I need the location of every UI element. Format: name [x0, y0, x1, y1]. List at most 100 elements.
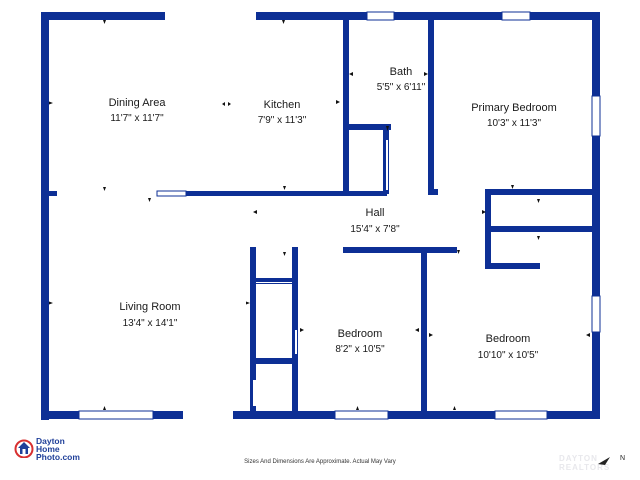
interior-wall: [250, 247, 256, 413]
dimension-marker: [103, 406, 106, 410]
door-opening: [295, 330, 297, 354]
dimension-marker: [415, 328, 419, 332]
interior-wall: [250, 358, 294, 364]
exterior-wall-top: [530, 12, 600, 20]
watermark-line-2: REALTORS: [559, 463, 611, 472]
dimension-marker: [222, 102, 225, 106]
dimension-marker: [228, 102, 231, 106]
room-name-dining: Dining Area: [109, 97, 167, 109]
interior-wall: [428, 189, 438, 195]
dimension-marker: [537, 199, 540, 203]
dimension-marker: [424, 72, 428, 76]
interior-wall: [485, 226, 592, 232]
exterior-wall-left: [41, 12, 49, 420]
window: [366, 11, 395, 21]
window: [494, 410, 548, 420]
room-name-bath: Bath: [390, 66, 413, 78]
exterior-wall-top: [41, 12, 165, 20]
interior-wall: [485, 263, 540, 269]
interior-wall: [343, 247, 425, 253]
room-dims-bath: 5'5" x 6'11": [377, 82, 426, 93]
room-dims-dining: 11'7" x 11'7": [110, 113, 164, 124]
windows: [78, 11, 601, 420]
dimension-marker: [537, 236, 540, 240]
dimension-markers: [49, 20, 590, 410]
exterior-wall-top: [394, 12, 502, 20]
interior-wall: [186, 191, 387, 196]
interior-wall: [485, 263, 491, 269]
openings: [253, 140, 388, 406]
window: [156, 190, 187, 197]
window: [501, 11, 531, 21]
logo-line-3: Photo.com: [36, 452, 80, 462]
dimension-marker: [453, 406, 456, 410]
dimension-marker: [336, 100, 340, 104]
compass-label: N: [620, 455, 625, 462]
door-opening: [386, 140, 388, 190]
dimension-marker: [283, 252, 286, 256]
door-opening: [256, 282, 292, 283]
room-dims-bedroom3: 10'10" x 10'5": [478, 350, 539, 361]
dimension-marker: [300, 328, 304, 332]
dimension-marker: [511, 185, 514, 189]
window: [591, 295, 601, 333]
dimension-marker: [148, 198, 151, 202]
room-labels: Dining Area 11'7" x 11'7" Kitchen 7'9" x…: [109, 66, 557, 361]
dimension-marker: [246, 301, 250, 305]
window: [78, 410, 154, 420]
dimension-marker: [356, 406, 359, 410]
dimension-marker: [457, 250, 460, 254]
logo-line-1: Dayton: [36, 436, 65, 446]
dimension-marker: [283, 186, 286, 190]
exterior-wall-bottom: [233, 411, 335, 419]
compass-icon: N: [598, 455, 625, 465]
exterior-wall-bottom: [547, 411, 600, 419]
interior-wall: [485, 189, 592, 195]
walls: [41, 12, 600, 420]
house-logo-icon: [14, 439, 34, 458]
logo-line-2: Home: [36, 444, 60, 454]
room-name-hall: Hall: [366, 207, 385, 219]
dimension-marker: [586, 333, 590, 337]
exterior-wall-bottom: [41, 411, 79, 419]
interior-wall: [421, 247, 457, 253]
exterior-wall-bottom: [388, 411, 495, 419]
dimension-marker: [253, 210, 257, 214]
room-name-kitchen: Kitchen: [264, 99, 301, 111]
exterior-wall-right: [592, 12, 600, 96]
dimension-marker: [482, 210, 486, 214]
exterior-wall-right: [592, 136, 600, 296]
interior-wall: [41, 191, 57, 196]
dimension-marker: [103, 187, 106, 191]
interior-wall: [250, 278, 294, 284]
interior-wall: [428, 12, 434, 194]
watermark-line-1: DAYTON: [559, 454, 598, 463]
room-dims-kitchen: 7'9" x 11'3": [258, 115, 307, 126]
company-logo: Dayton Home Photo.com: [14, 436, 94, 462]
interior-wall: [343, 124, 391, 130]
room-name-bedroom3: Bedroom: [486, 333, 531, 345]
room-name-living: Living Room: [119, 301, 180, 313]
room-name-primary: Primary Bedroom: [471, 102, 557, 114]
disclaimer-text: Sizes And Dimensions Are Approximate. Ac…: [244, 459, 396, 465]
door-opening: [253, 380, 256, 406]
dimension-marker: [429, 333, 433, 337]
logo-text: Dayton Home Photo.com: [36, 436, 80, 462]
window: [591, 95, 601, 137]
watermark: DAYTON REALTORS: [559, 454, 610, 472]
dimension-marker: [49, 101, 53, 105]
dimension-marker: [386, 126, 389, 131]
dimension-marker: [49, 301, 53, 305]
interior-wall: [343, 12, 349, 194]
dimension-marker: [349, 72, 353, 76]
exterior-wall-right: [592, 332, 600, 419]
room-dims-primary: 10'3" x 11'3": [487, 118, 542, 129]
exterior-wall-top: [256, 12, 367, 20]
room-dims-bedroom2: 8'2" x 10'5": [335, 344, 385, 355]
room-dims-hall: 15'4" x 7'8": [350, 224, 400, 235]
room-dims-living: 13'4" x 14'1": [123, 318, 178, 329]
interior-wall: [421, 247, 427, 413]
window: [334, 410, 389, 420]
room-name-bedroom2: Bedroom: [338, 328, 383, 340]
